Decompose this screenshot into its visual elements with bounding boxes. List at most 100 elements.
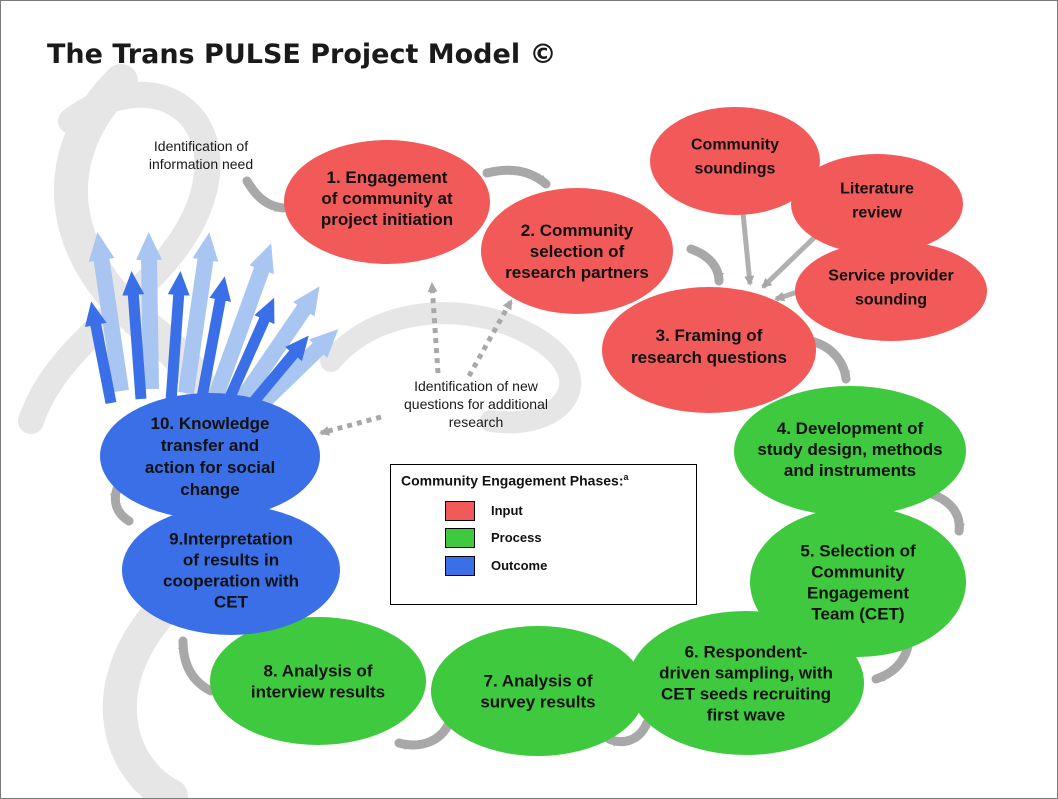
- arrow-n7-to-n8: [394, 718, 454, 750]
- node-n1-label: 1. Engagement of community at project init…: [321, 168, 453, 229]
- legend-label-outcome: Outcome: [491, 558, 548, 573]
- node-n8-label: 8. Analysis of interview results: [251, 661, 385, 701]
- node-n5-line: 5. Selection of: [800, 541, 916, 560]
- node-n6-line: 6. Respondent-: [685, 642, 808, 661]
- node-n1-line: project initiation: [321, 210, 453, 229]
- node-s2: Literature review: [791, 154, 963, 254]
- node-s1-line: Community: [691, 137, 779, 154]
- notes-layer: Identification of information needIdentif…: [149, 138, 548, 430]
- node-n6-line: CET seeds recruiting: [661, 684, 831, 703]
- node-n2-line: 2. Community: [521, 221, 634, 240]
- dashed-arrow-to-n10: [319, 414, 382, 436]
- node-n10-line: change: [180, 480, 240, 499]
- node-n5-line: Community: [811, 562, 905, 581]
- node-n6-shape: [628, 611, 864, 755]
- node-s1: Community soundings: [650, 107, 820, 215]
- node-n10-label: 10. Knowledge transfer and action for soci…: [145, 414, 275, 499]
- node-n9-line: cooperation with: [163, 571, 299, 590]
- cycle-arrows: [109, 165, 966, 750]
- node-s3: Service provider sounding: [795, 241, 987, 341]
- node-n4-line: study design, methods: [757, 440, 942, 459]
- node-s2-line: Literature: [840, 181, 914, 198]
- node-n1: 1. Engagement of community at project init…: [284, 140, 490, 264]
- node-n2-shape: [481, 188, 673, 314]
- legend-swatch-input: [445, 501, 475, 521]
- page-title: The Trans PULSE Project Model ©: [47, 39, 557, 70]
- node-n1-shape: [284, 140, 490, 264]
- node-n1-line: of community at: [321, 189, 453, 208]
- node-n7: 7. Analysis of survey results: [431, 626, 645, 756]
- nodes-layer: 1. Engagement of community at project init…: [100, 107, 987, 756]
- arrow-s1-to-n3: [740, 212, 755, 286]
- node-n3-line: research questions: [631, 348, 787, 367]
- node-n7-shape: [431, 626, 645, 756]
- node-s3-shape: [795, 241, 987, 341]
- node-n2-label: 2. Community selection of research partner…: [505, 221, 649, 282]
- note-new-questions-line: questions for additional: [404, 396, 548, 412]
- dashed-arrow-to-n2: [466, 299, 514, 378]
- legend-swatch-outcome: [445, 556, 475, 576]
- node-n1-line: 1. Engagement: [327, 168, 448, 187]
- node-n7-line: 7. Analysis of: [484, 671, 593, 690]
- node-s3-label: Service provider sounding: [828, 268, 953, 309]
- note-info-need-line: Identification of: [154, 138, 248, 154]
- arrow-n9-to-n10: [109, 484, 134, 526]
- node-n10-line: 10. Knowledge: [150, 414, 269, 433]
- legend-title-text: Community Engagement Phases:: [401, 472, 624, 489]
- node-s1-shape: [650, 107, 820, 215]
- node-s3-line: Service provider: [828, 268, 953, 285]
- node-n4-shape: [734, 386, 966, 516]
- node-n9: 9.Interpretation of results in cooperation…: [122, 505, 340, 635]
- node-s3-line: sounding: [855, 292, 927, 309]
- node-n5-line: Team (CET): [811, 604, 904, 623]
- node-n10-line: transfer and: [161, 436, 259, 455]
- node-n9-line: 9.Interpretation: [169, 529, 293, 548]
- note-new-questions-line: research: [449, 414, 503, 430]
- arrow-n8-to-n9: [178, 636, 216, 696]
- legend-label-process: Process: [491, 530, 542, 545]
- node-s2-shape: [791, 154, 963, 254]
- node-s2-line: review: [852, 205, 902, 222]
- node-s2-label: Literature review: [840, 181, 914, 222]
- node-n9-line: of results in: [183, 550, 279, 569]
- note-info-need-line: information need: [149, 156, 253, 172]
- node-s1-label: Community soundings: [691, 137, 779, 178]
- node-n7-label: 7. Analysis of survey results: [480, 671, 595, 711]
- legend-title: Community Engagement Phases:a: [401, 472, 629, 489]
- arrow-info-to-n1: [242, 176, 288, 213]
- node-n10-line: action for social: [145, 458, 275, 477]
- arrow-s2-to-n3: [761, 231, 821, 289]
- node-n2-line: research partners: [505, 263, 649, 282]
- node-n8-line: 8. Analysis of: [264, 661, 373, 680]
- arrow-n4-to-n5: [924, 488, 966, 536]
- node-n6-line: driven sampling, with: [659, 663, 833, 682]
- node-n10-shape: [100, 393, 320, 519]
- node-n2-line: selection of: [530, 242, 625, 261]
- legend-title-superscript: a: [623, 472, 629, 482]
- node-n3-shape: [602, 287, 816, 413]
- node-n7-line: survey results: [480, 692, 595, 711]
- node-n5-shape: [750, 507, 966, 657]
- legend-swatch-process: [445, 528, 475, 548]
- node-n4-line: 4. Development of: [777, 419, 924, 438]
- node-n5-line: Engagement: [807, 583, 909, 602]
- arrow-n1-to-n2: [482, 165, 551, 189]
- dashed-arrow-to-n1: [427, 282, 441, 374]
- node-n8-line: interview results: [251, 682, 385, 701]
- node-s1-line: soundings: [695, 161, 776, 178]
- node-n8: 8. Analysis of interview results: [210, 617, 426, 745]
- node-n2: 2. Community selection of research partner…: [481, 188, 673, 314]
- dashed-arrows: [319, 282, 514, 436]
- arrow-n6-to-n7: [604, 718, 652, 747]
